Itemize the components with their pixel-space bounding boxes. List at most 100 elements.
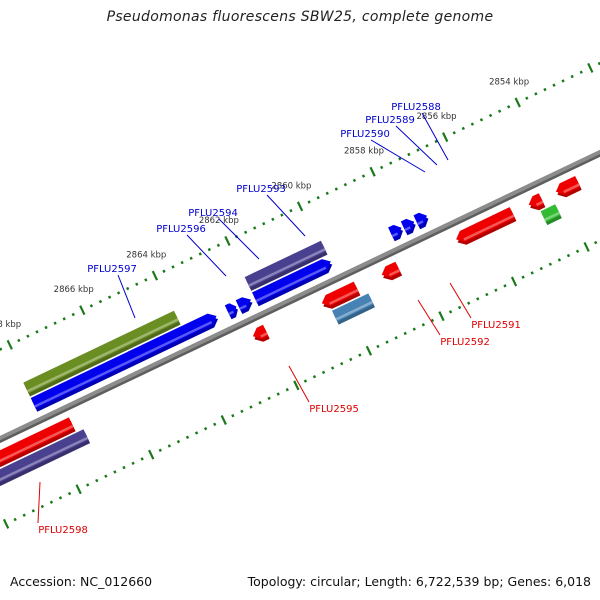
gene-label-pflu2588[interactable]: PFLU2588: [391, 102, 449, 161]
minor-tick: [213, 422, 217, 427]
feature-f-right-red-2[interactable]: [528, 193, 546, 211]
feature-pflu2597[interactable]: [23, 310, 181, 397]
minor-tick: [86, 483, 90, 487]
minor-tick: [243, 230, 248, 235]
minor-tick: [262, 221, 266, 226]
gene-label-text[interactable]: PFLU2589: [365, 115, 415, 126]
gene-label-text[interactable]: PFLU2590: [340, 129, 390, 140]
gene-label-pflu2594[interactable]: PFLU2594: [188, 208, 260, 260]
leader-line: [395, 125, 438, 166]
minor-tick: [430, 318, 435, 323]
gene-label-text[interactable]: PFLU2597: [87, 264, 137, 275]
minor-tick: [380, 165, 384, 170]
minor-tick: [394, 336, 398, 340]
major-tick: [2, 518, 10, 529]
feature-highlight: [404, 226, 411, 232]
minor-tick: [198, 252, 202, 256]
feature-f-right-red-3[interactable]: [555, 176, 582, 198]
tick-label: 2856 kbp: [417, 112, 457, 122]
minor-tick: [35, 330, 39, 334]
gene-label-text[interactable]: PFLU2596: [156, 224, 206, 235]
minor-tick: [140, 457, 144, 461]
gene-label-text[interactable]: PFLU2594: [188, 208, 238, 219]
leader-line: [186, 234, 227, 277]
feature-pflu2595[interactable]: [252, 324, 270, 342]
minor-tick: [552, 83, 556, 87]
gene-label-pflu2590[interactable]: PFLU2590: [340, 129, 426, 173]
minor-tick: [40, 504, 44, 509]
major-tick: [220, 415, 227, 425]
feature-pflu2589[interactable]: [400, 218, 416, 236]
tick-label: 2866 kbp: [54, 285, 94, 295]
feature-body: [555, 176, 581, 195]
minor-tick: [494, 288, 498, 292]
gene-label-text[interactable]: PFLU2595: [309, 404, 359, 415]
feature-f-right-red-1[interactable]: [456, 207, 517, 245]
minor-tick: [457, 305, 462, 310]
gene-label-pflu2591[interactable]: PFLU2591: [449, 282, 521, 331]
minor-tick: [253, 226, 257, 230]
minor-tick: [376, 344, 380, 349]
gene-label-pflu2589[interactable]: PFLU2589: [365, 115, 438, 166]
accession-text: Accession: NC_012660: [10, 574, 153, 589]
gene-label-pflu2598[interactable]: PFLU2598: [37, 481, 88, 536]
minor-tick: [476, 297, 480, 301]
feature-body: [321, 281, 359, 306]
gene-label-text[interactable]: PFLU2591: [471, 320, 521, 331]
feature-highlight: [329, 289, 359, 305]
backbone-line: [0, 149, 600, 441]
minor-tick: [307, 200, 311, 204]
minor-tick: [89, 304, 94, 308]
feature-f-pflu2598[interactable]: [0, 417, 76, 498]
gene-label-text[interactable]: PFLU2592: [440, 337, 490, 348]
major-tick: [438, 311, 445, 322]
minor-tick: [258, 400, 262, 405]
feature-f-pflu2597[interactable]: [30, 313, 219, 412]
feature-f-right-green[interactable]: [540, 204, 562, 226]
minor-tick: [207, 247, 211, 252]
feature-f-pflu2593-cds[interactable]: [252, 259, 333, 307]
gene-label-pflu2597[interactable]: PFLU2597: [87, 264, 137, 319]
minor-tick: [321, 370, 326, 375]
minor-tick: [171, 265, 175, 269]
feature-pflu2593[interactable]: [244, 240, 328, 291]
gene-label-text[interactable]: PFLU2593: [236, 184, 286, 195]
minor-tick: [312, 375, 317, 379]
feature-pflu2588[interactable]: [413, 212, 429, 230]
leader-line: [218, 218, 260, 260]
gene-label-pflu2596[interactable]: PFLU2596: [156, 224, 227, 277]
minor-tick: [289, 208, 293, 213]
minor-tick: [330, 366, 335, 370]
minor-tick: [479, 118, 484, 122]
leader-line: [37, 481, 41, 524]
feature-body: [413, 212, 427, 227]
feature-highlight: [228, 310, 234, 316]
minor-tick: [575, 249, 580, 253]
tick-label: 2868 kbp: [0, 320, 21, 330]
minor-tick: [131, 461, 135, 465]
feature-pflu2596[interactable]: [224, 303, 238, 320]
minor-tick: [271, 217, 275, 222]
feature-pflu2598[interactable]: [0, 429, 91, 516]
gene-label-pflu2595[interactable]: PFLU2595: [288, 365, 359, 415]
tick-marks: [0, 61, 600, 529]
gene-label-text[interactable]: PFLU2598: [38, 525, 88, 536]
gene-label-pflu2593[interactable]: PFLU2593: [236, 184, 306, 237]
gene-label-pflu2592[interactable]: PFLU2592: [417, 299, 490, 348]
feature-body: [381, 261, 401, 278]
minor-tick: [176, 439, 181, 444]
feature-highlight: [417, 220, 424, 226]
major-tick: [365, 345, 373, 356]
feature-f-pflu2592[interactable]: [321, 281, 361, 309]
minor-tick: [398, 157, 402, 161]
feature-pflu2592[interactable]: [332, 293, 375, 325]
feature-pflu2594[interactable]: [235, 297, 253, 314]
feature-pflu2590[interactable]: [388, 224, 403, 242]
gene-label-text[interactable]: PFLU2588: [391, 102, 441, 113]
feature-pflu2591[interactable]: [381, 261, 403, 281]
minor-tick: [352, 178, 357, 183]
minor-tick: [497, 109, 502, 113]
minor-tick: [412, 327, 416, 331]
minor-tick: [126, 286, 130, 291]
